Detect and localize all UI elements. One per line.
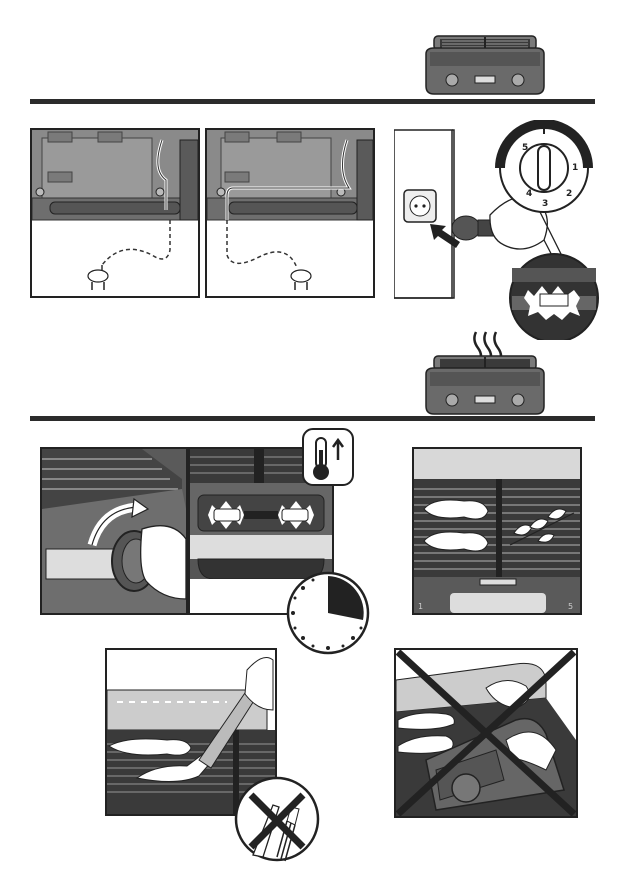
dial-label-4: 4 [526,189,532,199]
panel-do-not-move-hot [394,648,578,818]
panel-food-on-grill: 1 5 [412,447,582,615]
dial-label-5: 5 [522,143,528,153]
dial-label-2: 2 [566,189,572,199]
dial-label-3: 3 [542,199,548,209]
indicator-light-zoom [510,254,598,340]
no-metal-utensil-icon [233,775,321,863]
plug-in-illustration: 5 4 3 2 1 [394,120,604,340]
timer-icon [285,570,371,656]
power-outlet-icon [404,190,436,222]
dial-label-1: 1 [572,163,578,173]
section-divider-top [30,99,595,104]
panel-cord-routed [205,128,375,298]
grill-product-icon [420,28,550,98]
thermostat-dial: 5 4 3 2 1 [500,124,588,212]
section-divider-middle [30,416,595,421]
thermostat-label-1: 1 [418,602,423,611]
grill-hot-icon [420,330,550,418]
thermostat-label-5: 5 [568,602,573,611]
thermometer-up-icon [302,428,354,486]
panel-turn-thermostat [40,447,188,615]
panel-cord-wrapped [30,128,200,298]
